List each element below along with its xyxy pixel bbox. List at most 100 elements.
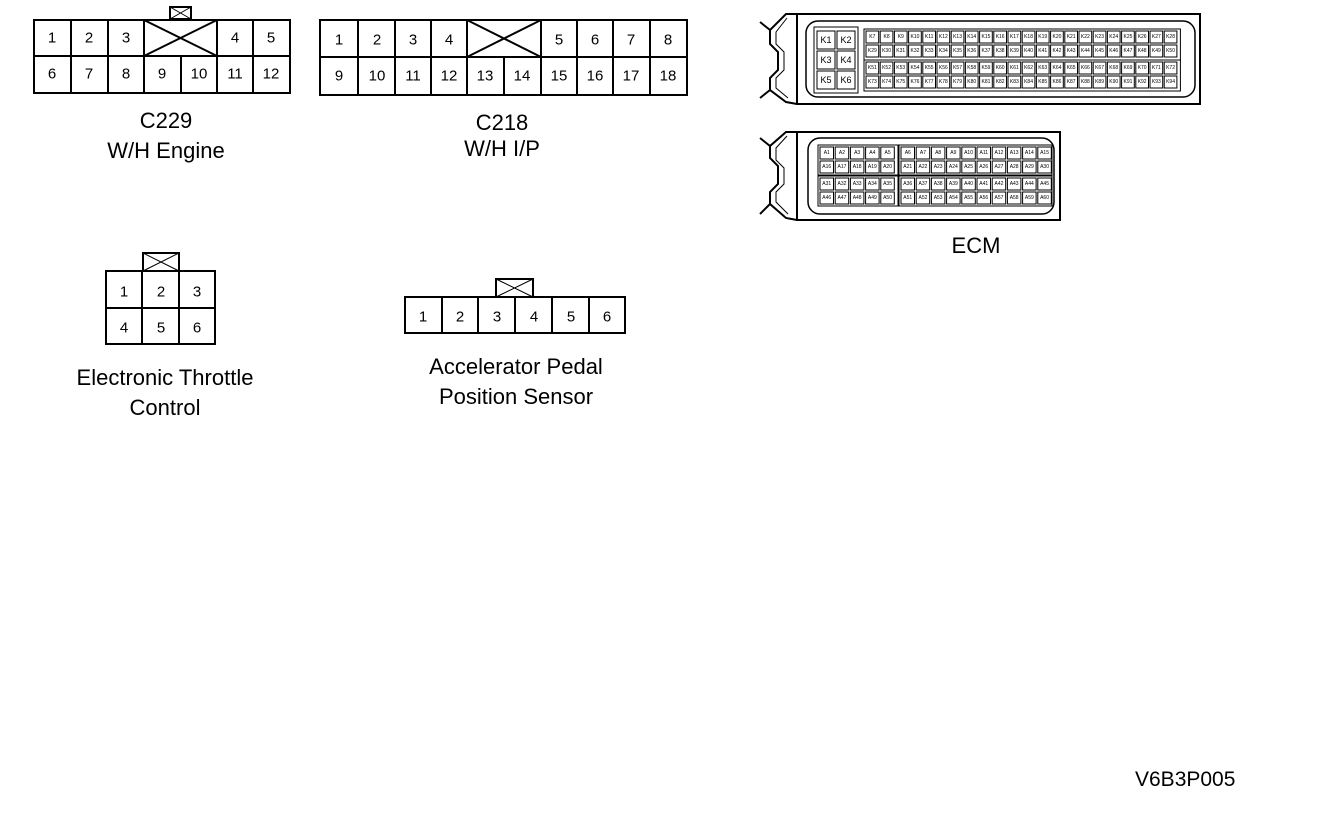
- ecm-pin-label: K59: [981, 65, 990, 71]
- ecm-pin-label: K68: [1109, 65, 1118, 71]
- ecm-pin-label: K80: [967, 79, 976, 85]
- ecm-pin-label: A30: [1040, 164, 1049, 170]
- ecm-pin-label: A13: [1010, 150, 1019, 156]
- ecm-pin-cell: [976, 191, 991, 205]
- pin-label: 18: [660, 68, 677, 85]
- ecm-pin-label: K61: [1010, 65, 1019, 71]
- ecm-pin-cell: [1006, 160, 1022, 174]
- ecm-pin-label: K33: [925, 48, 934, 54]
- pin-label: 4: [530, 309, 538, 326]
- ecm-pin-cell: [1050, 44, 1064, 58]
- ecm-pin-label: K22: [1081, 34, 1090, 40]
- ecm-pin-label: A56: [979, 195, 988, 201]
- ecm-pin-label: A49: [868, 195, 877, 201]
- pin-label: 5: [157, 320, 165, 337]
- ecm-pin-cell: [979, 30, 993, 44]
- pin-label: 10: [191, 66, 208, 83]
- connector-title: Accelerator Pedal: [429, 354, 603, 379]
- ecm-pin-label: A26: [979, 164, 988, 170]
- ecm-pin-label: K45: [1095, 48, 1104, 54]
- pin-label: 6: [193, 320, 201, 337]
- ecm-pin-label: K81: [981, 79, 990, 85]
- ecm-pin-label: A5: [884, 150, 890, 156]
- pin-label: 2: [157, 284, 165, 301]
- ecm-pin-label: K86: [1052, 79, 1061, 85]
- ecm-pin-cell: [1064, 75, 1079, 89]
- ecm-pin-label: K27: [1152, 34, 1161, 40]
- ecm-pin-cell: [991, 177, 1007, 191]
- ecm-pin-cell: [1092, 61, 1107, 75]
- ecm-pin-label: K69: [1123, 65, 1132, 71]
- ecm-pin-label: A47: [837, 195, 846, 201]
- ecm-pin-label: A52: [918, 195, 927, 201]
- ecm-pin-cell: [1092, 75, 1107, 89]
- ecm-pin-cell: [865, 191, 880, 205]
- ecm-pin-cell: [865, 61, 880, 75]
- ecm-pin-label: K37: [981, 48, 990, 54]
- ecm-pin-cell: [1121, 61, 1135, 75]
- connector-title: C229: [140, 108, 193, 133]
- ecm-title: ECM: [952, 233, 1001, 258]
- pin-label: 4: [445, 32, 453, 49]
- ecm-pin-cell: [993, 30, 1007, 44]
- ecm-pin-cell: [1021, 61, 1036, 75]
- pin-label: 16: [587, 68, 604, 85]
- pin-label: 3: [493, 309, 501, 326]
- pin-label: 9: [158, 66, 166, 83]
- ecm-pin-label: A37: [918, 181, 927, 187]
- ecm-pin-cell: [1022, 160, 1037, 174]
- ecm-pin-cell: [1106, 44, 1121, 58]
- ecm-pin-cell: [1037, 160, 1052, 174]
- ecm-pin-label: A21: [903, 164, 912, 170]
- ecm-pin-label: A41: [979, 181, 988, 187]
- ecm-pin-cell: [834, 146, 850, 160]
- ecm-pin-label: A29: [1025, 164, 1034, 170]
- ecm-pin-label: K34: [939, 48, 948, 54]
- ecm-pin-label: A19: [868, 164, 877, 170]
- ecm-pin-cell: [993, 75, 1007, 89]
- ecm-pin-cell: [849, 177, 865, 191]
- ecm-pin-cell: [834, 191, 850, 205]
- ecm-pin-label: K74: [882, 79, 891, 85]
- ecm-pin-cell: [865, 160, 880, 174]
- ecm-pin-label: A59: [1025, 195, 1034, 201]
- ecm-pin-label: K62: [1024, 65, 1033, 71]
- ecm-pin-label: A34: [868, 181, 877, 187]
- ecm-pin-cell: [1035, 30, 1050, 44]
- ecm-pin-label: K30: [882, 48, 891, 54]
- ecm-pin-label: K84: [1024, 79, 1033, 85]
- ecm-pin-cell: [1078, 30, 1093, 44]
- ecm-pin-cell: [1163, 75, 1178, 89]
- ecm-pin-cell: [922, 30, 936, 44]
- ecm-pin-cell: [961, 160, 976, 174]
- pin-label: 12: [441, 68, 458, 85]
- ecm-pin-cell: [879, 75, 894, 89]
- ecm-pin-label: K32: [910, 48, 919, 54]
- pin-label: 6: [48, 66, 56, 83]
- ecm-pin-cell: [979, 75, 993, 89]
- ecm-pin-cell: [1007, 61, 1022, 75]
- pin-group-frame: [817, 175, 899, 207]
- ecm-pin-label: A31: [822, 181, 831, 187]
- ecm-pin-label: A44: [1025, 181, 1034, 187]
- pin-label: 13: [477, 68, 494, 85]
- pin-label: 6: [591, 32, 599, 49]
- ecm-pin-label: K23: [1095, 34, 1104, 40]
- ecm-pin-cell: [1064, 30, 1079, 44]
- ecm-pin-cell: [936, 75, 951, 89]
- pin-group-frame: [898, 175, 1053, 207]
- connector-subtitle: W/H I/P: [464, 136, 540, 161]
- pin-label: 3: [122, 30, 130, 47]
- ecm-pin-cell: [1006, 191, 1022, 205]
- ecm-pin-cell: [865, 75, 880, 89]
- ecm-pin-label: K1: [820, 35, 831, 45]
- ecm-pin-label: A17: [837, 164, 846, 170]
- ecm-pin-label: A55: [964, 195, 973, 201]
- ecm-pin-cell: [1021, 44, 1036, 58]
- ecm-pin-label: K49: [1152, 48, 1161, 54]
- pin-label: 3: [193, 284, 201, 301]
- ecm-pin-cell: [900, 177, 915, 191]
- ecm-pin-label: K17: [1010, 34, 1019, 40]
- pin-label: 8: [664, 32, 672, 49]
